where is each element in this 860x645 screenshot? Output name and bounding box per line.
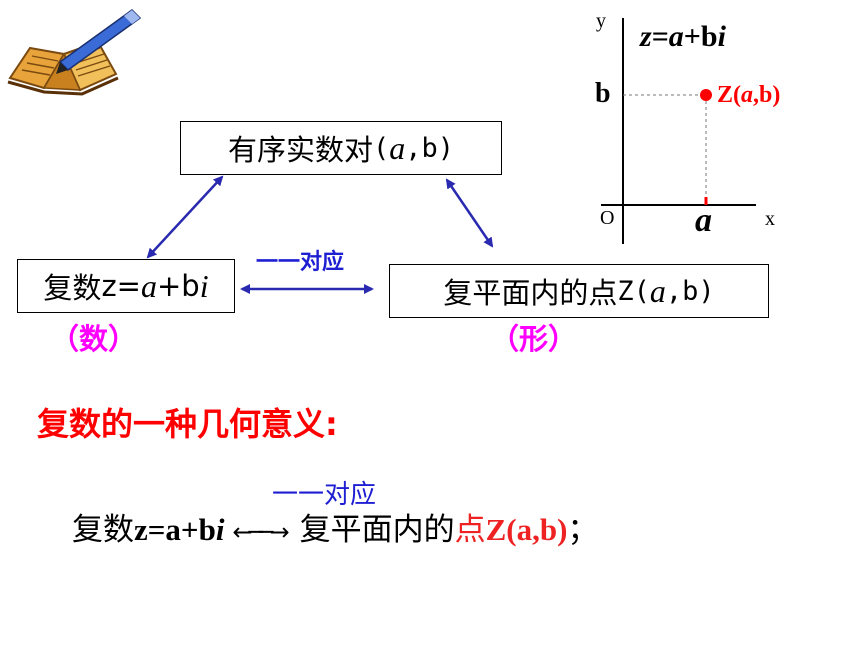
arrow-complex-pair (146, 175, 224, 259)
one-to-one-label: 一一对应 (256, 250, 345, 275)
ordered-pair-b: b (421, 132, 438, 164)
statement-plane-text: 复平面内的 (299, 512, 455, 548)
complex-number-text: 复数 (43, 271, 102, 305)
origin-label: O (600, 207, 615, 229)
statement-complex-expr: z=a+b (134, 512, 216, 547)
statement-arrow: ←──→ (232, 518, 289, 546)
ordered-pair-box: 有序实数对(a, b) (180, 121, 502, 175)
ordered-pair-text: 有序实数对 (227, 133, 373, 167)
ordered-pair-a: a (389, 129, 406, 166)
notebook-pen-icon (7, 9, 142, 96)
a-tick-label: a (695, 202, 712, 239)
arrow-pair-point (445, 178, 494, 248)
statement-point-Z: Z(a,b) (485, 512, 568, 547)
over-arrow-label: 一一对应 (272, 480, 377, 510)
geometric-meaning-heading: 复数的一种几何意义: (37, 405, 338, 443)
shape-label: （形） (490, 322, 578, 356)
b-tick-label: b (595, 78, 611, 109)
statement-point-word: 点 (454, 512, 486, 548)
point-Z-label: Z(a,b) (717, 82, 781, 108)
number-label: （数） (50, 322, 138, 356)
x-axis-label: x (765, 208, 775, 230)
y-axis-label: y (596, 10, 606, 32)
graph-equation: z=a+bi (640, 20, 726, 53)
point-Z-marker (700, 89, 712, 101)
statement-complex-text: 复数 (72, 512, 134, 548)
complex-plane-point-text: 复平面内的点 (443, 276, 618, 310)
